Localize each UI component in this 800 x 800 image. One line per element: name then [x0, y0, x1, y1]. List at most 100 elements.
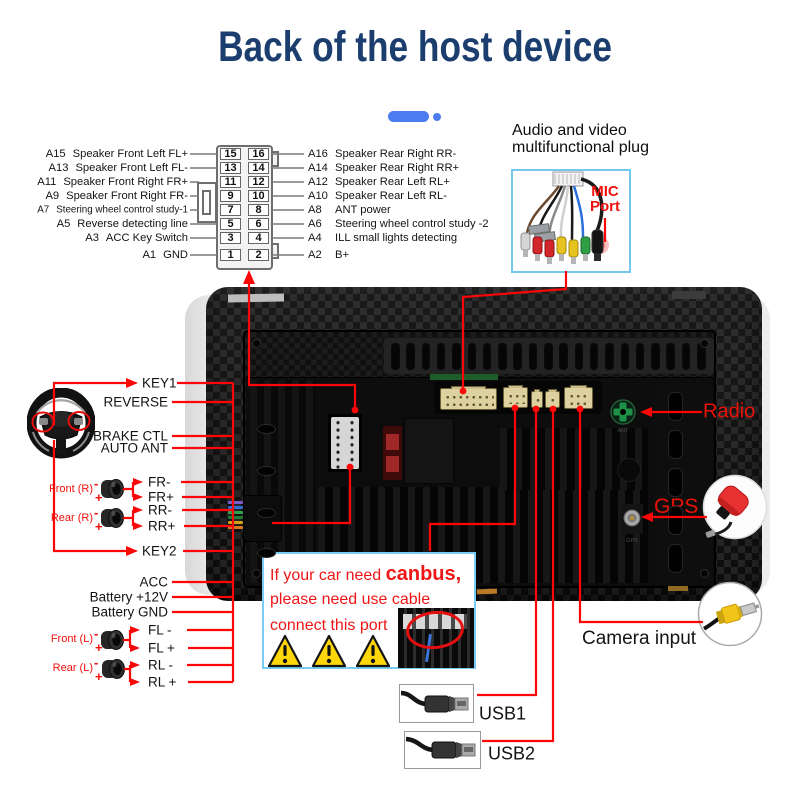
heatsink-vent: [257, 548, 276, 558]
vent-slot: [436, 342, 446, 370]
mic-label-line1: MIC: [591, 183, 619, 200]
canbus-text-highlight: canbus,: [385, 563, 462, 585]
canbus-note-line2: please need use cable: [270, 591, 431, 608]
device-label: RL -: [148, 657, 174, 673]
screw: [252, 569, 261, 578]
speaker-icon: [100, 657, 126, 681]
harness-wire: [228, 511, 243, 514]
pin-cell: 8: [248, 203, 269, 216]
vent-slot: [559, 342, 568, 370]
heatsink-vent: [257, 466, 276, 476]
pin-desc: ACC Key Switch: [105, 232, 188, 244]
pin-desc: Speaker Rear Left RL+: [335, 176, 450, 188]
connector-pin-grid: [567, 391, 590, 405]
device-label: Battery GND: [91, 604, 168, 620]
plus-sign: +: [95, 640, 103, 655]
pin-cell: 15: [220, 147, 241, 160]
pin-desc: Speaker Front Right FR+: [63, 176, 188, 188]
audio-plug-title-line1: Audio and video: [512, 122, 627, 139]
pin-code: A9: [45, 190, 60, 202]
plus-sign: +: [95, 490, 103, 505]
canbus-port-connectors: [403, 614, 467, 629]
pin-desc: Speaker Rear Left RL-: [335, 190, 447, 202]
rear-connector-block: [545, 389, 560, 408]
pin-desc: Steering wheel control study-1: [56, 204, 188, 216]
minus-sign: -: [94, 626, 99, 641]
pin-label-left: A13 Speaker Front Left FL-: [49, 162, 188, 174]
harness-wire: [228, 516, 243, 519]
device-label: REVERSE: [103, 394, 168, 410]
usb2-image-box: [404, 731, 481, 769]
pin-cell: 1: [220, 248, 241, 261]
pin-cell: 11: [220, 175, 241, 188]
vent-slot: [544, 342, 553, 370]
vent-slot: [421, 342, 431, 370]
canbus-pin-header-pins: [331, 417, 359, 469]
pin-code: A15: [45, 148, 66, 160]
plus-sign: +: [95, 519, 103, 534]
pin-cell: 2: [248, 248, 269, 261]
pin-desc: Speaker Front Left FL-: [75, 162, 188, 174]
pin-cell: 13: [220, 161, 241, 174]
warning-triangles: [268, 634, 391, 668]
device-right-vents: [654, 388, 712, 582]
radio-antenna-connector: ANT: [610, 399, 636, 434]
pin-code: A1: [142, 249, 157, 261]
pin-code: A13: [48, 162, 69, 174]
speaker-group-label: Front (R): [49, 483, 93, 495]
pin-cell: 6: [248, 217, 269, 230]
speaker-icon: [99, 477, 125, 501]
heatsink-vent: [257, 424, 276, 434]
canbus-text-prefix: If your car need: [270, 567, 386, 584]
usb-cable-icon: [400, 690, 469, 713]
svg-text:GPS: GPS: [626, 538, 638, 544]
pin-code: A3: [85, 232, 99, 244]
harness-wire: [228, 521, 243, 524]
pin-code: A14: [308, 162, 328, 174]
vent-slot: [681, 342, 691, 370]
usb-cable-icon: [405, 736, 476, 759]
pin-code: A12: [308, 176, 328, 188]
harness-wire: [228, 526, 243, 529]
pin-cell: 4: [248, 231, 269, 244]
connector-pin-grid: [534, 395, 540, 404]
pin-desc: Steering wheel control study -2: [335, 218, 489, 230]
device-label: FL -: [148, 622, 172, 638]
screw: [252, 339, 261, 348]
connector-pin-grid: [506, 391, 525, 404]
vent-slot: [406, 342, 415, 370]
plus-sign: +: [95, 669, 103, 684]
radio-label: Radio: [703, 400, 756, 423]
device-label: AUTO ANT: [100, 440, 168, 456]
pin-cell: 12: [248, 175, 269, 188]
pin-desc: ANT power: [335, 204, 391, 216]
shield-box: [404, 418, 454, 484]
rear-connector-block: [440, 386, 497, 410]
pin-desc: B+: [335, 249, 349, 261]
gps-antenna-connector: GPS: [621, 504, 643, 544]
pin-cell: 10: [248, 189, 269, 202]
usb2-label: USB2: [488, 743, 536, 764]
mic-port-label: MIC Port: [590, 184, 620, 214]
vent-slot: [666, 342, 675, 370]
pin-desc: ILL small lights detecting: [335, 232, 458, 244]
connector-tab: [271, 151, 279, 167]
pin-desc: Speaker Front Left FL+: [72, 148, 188, 160]
screw: [700, 339, 709, 348]
pin-cell: 3: [220, 231, 241, 244]
device-label: RR-: [148, 502, 172, 518]
gps-antenna-module: [702, 474, 768, 540]
audio-plug-title: Audio and video multifunctional plug: [512, 122, 649, 156]
usb1-label: USB1: [479, 703, 527, 724]
round-knob: [617, 458, 641, 482]
label-sticker-dark: [672, 291, 706, 299]
title-underline-dot: [433, 113, 441, 121]
